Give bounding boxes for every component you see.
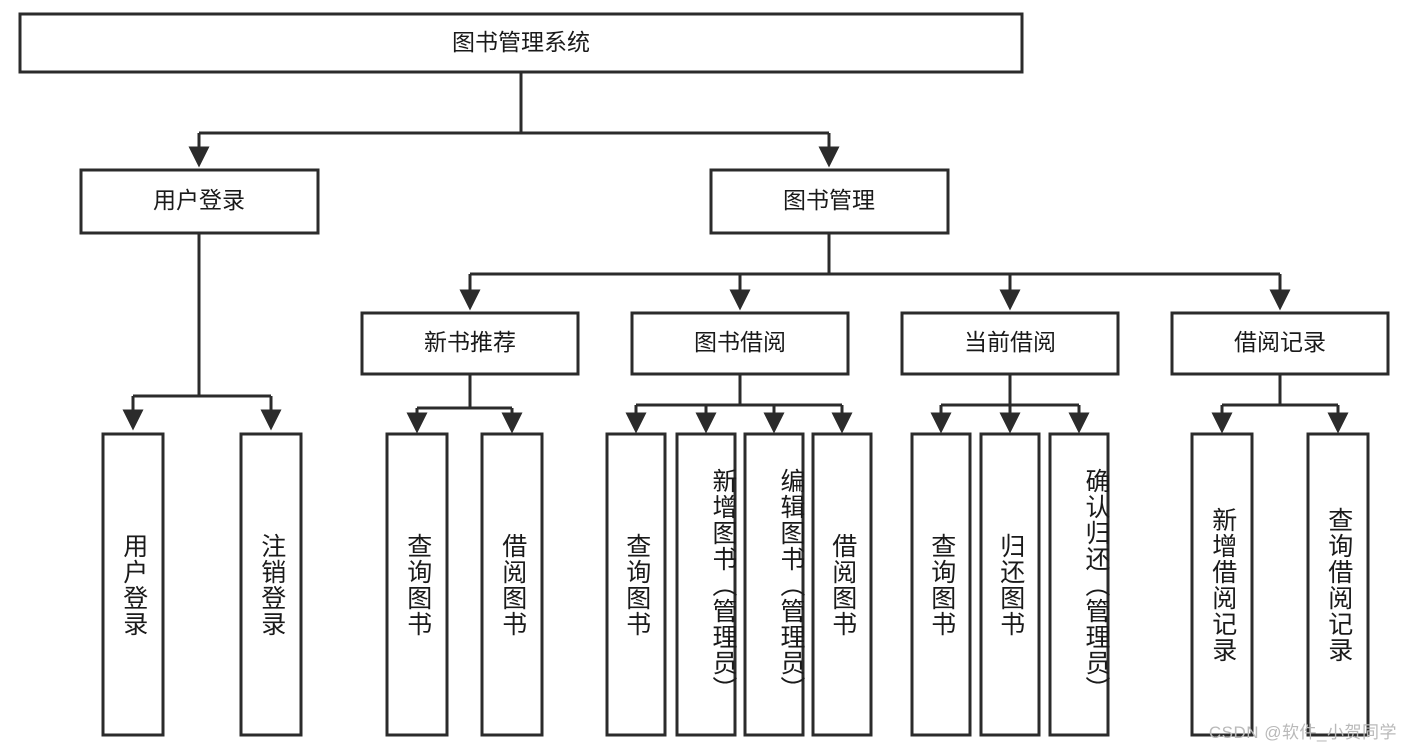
connector-borrow-record-to-leaves	[1211, 374, 1349, 434]
connector-book-manage-to-level3	[459, 233, 1291, 311]
leaf-current-borrow-2[interactable]	[1048, 432, 1110, 737]
leaf-new-book-0[interactable]	[385, 432, 449, 737]
connector-book-borrow-to-leaves	[625, 374, 853, 434]
leaf-book-borrow-0[interactable]	[605, 432, 667, 737]
leaf-book-borrow-2[interactable]	[743, 432, 805, 737]
leaf-new-book-1[interactable]	[480, 432, 544, 737]
leaf-current-borrow-1[interactable]	[979, 432, 1041, 737]
leaf-user-login-1[interactable]	[239, 432, 303, 737]
node-book-manage-label: 图书管理	[783, 187, 875, 213]
node-borrow-record-label: 借阅记录	[1234, 329, 1326, 355]
connector-current-borrow-to-leaves	[930, 374, 1090, 434]
node-book-borrow[interactable]: 图书借阅	[630, 311, 850, 376]
node-new-book-recommend-label: 新书推荐	[424, 329, 516, 355]
leaf-book-borrow-3[interactable]	[811, 432, 873, 737]
node-borrow-record[interactable]: 借阅记录	[1170, 311, 1390, 376]
node-user-login-label: 用户登录	[153, 187, 245, 213]
node-book-borrow-label: 图书借阅	[694, 329, 786, 355]
node-current-borrow[interactable]: 当前借阅	[900, 311, 1120, 376]
connector-user-login-to-leaves	[122, 233, 282, 431]
node-root[interactable]: 图书管理系统	[18, 12, 1024, 74]
leaf-user-login-0[interactable]	[101, 432, 165, 737]
leaf-borrow-record-0[interactable]	[1190, 432, 1254, 737]
node-current-borrow-label: 当前借阅	[964, 329, 1056, 355]
node-user-login[interactable]: 用户登录	[79, 168, 320, 235]
node-book-manage[interactable]: 图书管理	[709, 168, 950, 235]
node-root-label: 图书管理系统	[452, 29, 590, 55]
leaf-borrow-record-1[interactable]	[1306, 432, 1370, 737]
node-new-book-recommend[interactable]: 新书推荐	[360, 311, 580, 376]
connector-root-to-level2	[188, 72, 840, 168]
leaf-current-borrow-0[interactable]	[910, 432, 972, 737]
csdn-watermark: CSDN @软件_小贺同学	[1208, 723, 1397, 742]
connector-new-book-to-leaves	[406, 374, 523, 434]
leaf-book-borrow-1[interactable]	[675, 432, 737, 737]
